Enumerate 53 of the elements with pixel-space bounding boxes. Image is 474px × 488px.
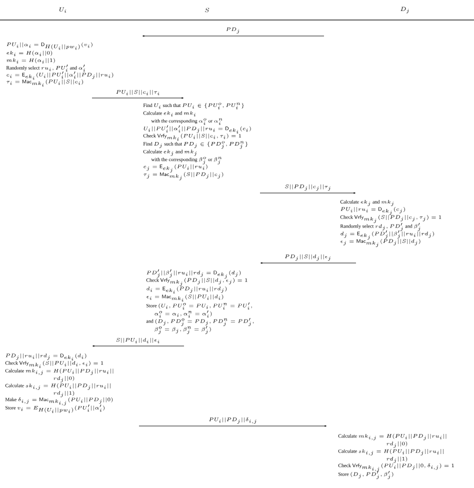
protocol-step: $\alpha_i^o = \alpha_i, \alpha_i^n = \alpha_i')$ [154,310,212,318]
protocol-step: $\text{Calculate } ek_j \text{ and } mk_j$ [340,200,394,206]
protocol-step: $\text{and } (D_j, PD_j^o = PD_j, PD_j^n = PD_j',$ [146,318,254,326]
message-label: $PD_j$ [226,28,240,34]
protocol-step: $PD_j'||\beta_j'||ru_i||rd_j = \mathsf{D}_{ek_j}(d_j)$ [146,269,241,279]
protocol-step: $\beta_j^o = \beta_j, \beta_j^n = \beta_j')$ [154,326,211,334]
protocol-step: $\text{Find } U_i \text{ such that } PU_i \in \{PU_i^o, PU_i^n\}$ [143,102,244,110]
protocol-step: $\text{Store } v_i = E_{H(U_i||pw_i)}(PU_i'||\alpha_i')$ [6,404,104,414]
protocol-step: $\text{Calculate } sk_{i,j} = H(PU_i||PD_j||ru_i||$ [5,383,110,390]
message-label: $S||PD_j||c_j||\tau_j$ [285,184,330,191]
participant-label: $U_i$ [60,7,66,13]
protocol-step: $rd_j||0)$ [54,376,74,382]
protocol-step: $\text{Check } \mathsf{Vrfy}_{mk_j}(S||PD_j||c_j, \tau_j) = 1$ [340,214,442,224]
protocol-step: $rd_j||0)$ [386,441,408,448]
protocol-step: $\text{Check } \mathsf{Vrfy}_{mk_{i,j}}(PU_i||PD_j||0, \delta_{i,j}) = 1$ [338,463,454,472]
protocol-step: $\text{Find } D_j \text{ such that } PD_j \in \{PD_j^o, PD_j^n\}$ [143,141,248,149]
participant-label: $D_j$ [400,6,409,14]
protocol-step: $c_i = \mathsf{E}_{ek_i}(U_i||PU_i'||\alpha_i'||PD_j||ru_i)$ [6,72,114,80]
protocol-step: $PD_j||ru_i||rd_j = \mathsf{D}_{ek_i}(d_i)$ [6,353,86,361]
message-label: $PD_j||S||d_j||\epsilon_j$ [285,254,330,261]
protocol-step: $\text{Store } (U_i, PU_i^o = PU_i, PU_i^n = PU_i',$ [146,302,252,310]
protocol-step: $\tau_i = \mathsf{Mac}_{mk_i}(PU_i||S||c_i)$ [6,79,84,87]
protocol-step: $\text{Randomly select } rd_j, PD_j' \text{ and } \beta_j'$ [340,222,420,232]
protocol-step: $\text{Calculate } sk_{i,j} = H(PU_i||PD_j||ru_i||$ [338,449,444,456]
protocol-step: $\text{with the corresponding } \beta_j^o \text{ or } \beta_j^n$ [151,156,222,164]
protocol-step: $PU_i||ru_i = \mathsf{D}_{ek_j}(c_j)$ [340,206,405,216]
protocol-step: $\text{Check } \mathsf{Vrfy}_{mk_i}(PU_i||S||c_i, \tau_i) = 1$ [143,134,241,141]
protocol-step: $\epsilon_j = \mathsf{Mac}_{mk_j}(PD_j||S||d_j)$ [340,238,420,248]
protocol-step: $\text{Calculate } ek_j \text{ and } mk_j$ [143,150,196,156]
message-label: $PU_i||S||c_i||\tau_i$ [116,90,160,96]
protocol-step: $\text{Store } (D_j, PD_j', \beta_j')$ [338,470,394,480]
protocol-step: $PU_i||\alpha_i = \mathsf{D}_{H(U_i||pw_i)}(v_i)$ [6,42,92,50]
protocol-step: $rd_j||1)$ [386,456,408,464]
protocol-step: $mk_i = H(\alpha_i||1)$ [6,58,55,64]
protocol-step: $U_i||PU_i'||\alpha_i'||PD_j||ru_i = \mathsf{D}_{ek_i}(c_i)$ [144,125,251,134]
protocol-step: $\text{Check } \mathsf{Vrfy}_{mk_i}(S||PU_i||d_i, \epsilon_i) = 1$ [5,360,104,368]
protocol-step: $\text{Calculate } mk_{i,j} = H(PU_i||PD_j||ru_i||$ [338,434,446,440]
message-label: $PU_i||PD_j||\delta_{i,j}$ [209,417,256,424]
protocol-step: $\tau_j = \mathsf{Mac}_{mk_j}(S||PD_j||c_j)$ [144,172,224,180]
protocol-step: $\text{Calculate } ek_i \text{ and } mk_i$ [143,111,196,116]
protocol-step: $\text{Make } \delta_{i,j} = \mathsf{Mac}_{mk_{i,j}}(PU_i||PD_j||0)$ [5,397,113,406]
protocol-step: $\epsilon_i = \mathsf{Mac}_{mk_i}(S||PU_i||d_i)$ [146,294,224,302]
protocol-step: $\text{Randomly select } ru_i, PU_i' \text{ and } \alpha_i'$ [6,64,86,72]
protocol-step: $d_i = \mathsf{E}_{ek_i}(PD_j||ru_i||rd_j)$ [146,286,227,294]
protocol-step: $\text{with the corresponding } \alpha_i^o \text{ or } \alpha_i^n$ [151,118,222,125]
protocol-step: $d_j = \mathsf{E}_{ek_j}(PD_j'||\beta_j'||ru_i||rd_j)$ [340,230,434,240]
message-label: $S||PU_i||d_i||\epsilon_i$ [116,338,160,344]
protocol-step: $\text{Check } \mathsf{Vrfy}_{mk_j}(PD_j||S||d_j, \epsilon_j) = 1$ [146,278,248,286]
protocol-step: $\text{Calculate } mk_{i,j} = H(PU_i||PD_j||ru_i||$ [5,368,114,376]
participant-label: $S$ [205,8,210,12]
protocol-step: $ek_i = H(\alpha_i||0)$ [6,50,52,56]
protocol-step: $c_j = \mathsf{E}_{ek_j}(PU_i||ru_i)$ [144,164,208,172]
protocol-step: $rd_j||1)$ [54,390,74,398]
